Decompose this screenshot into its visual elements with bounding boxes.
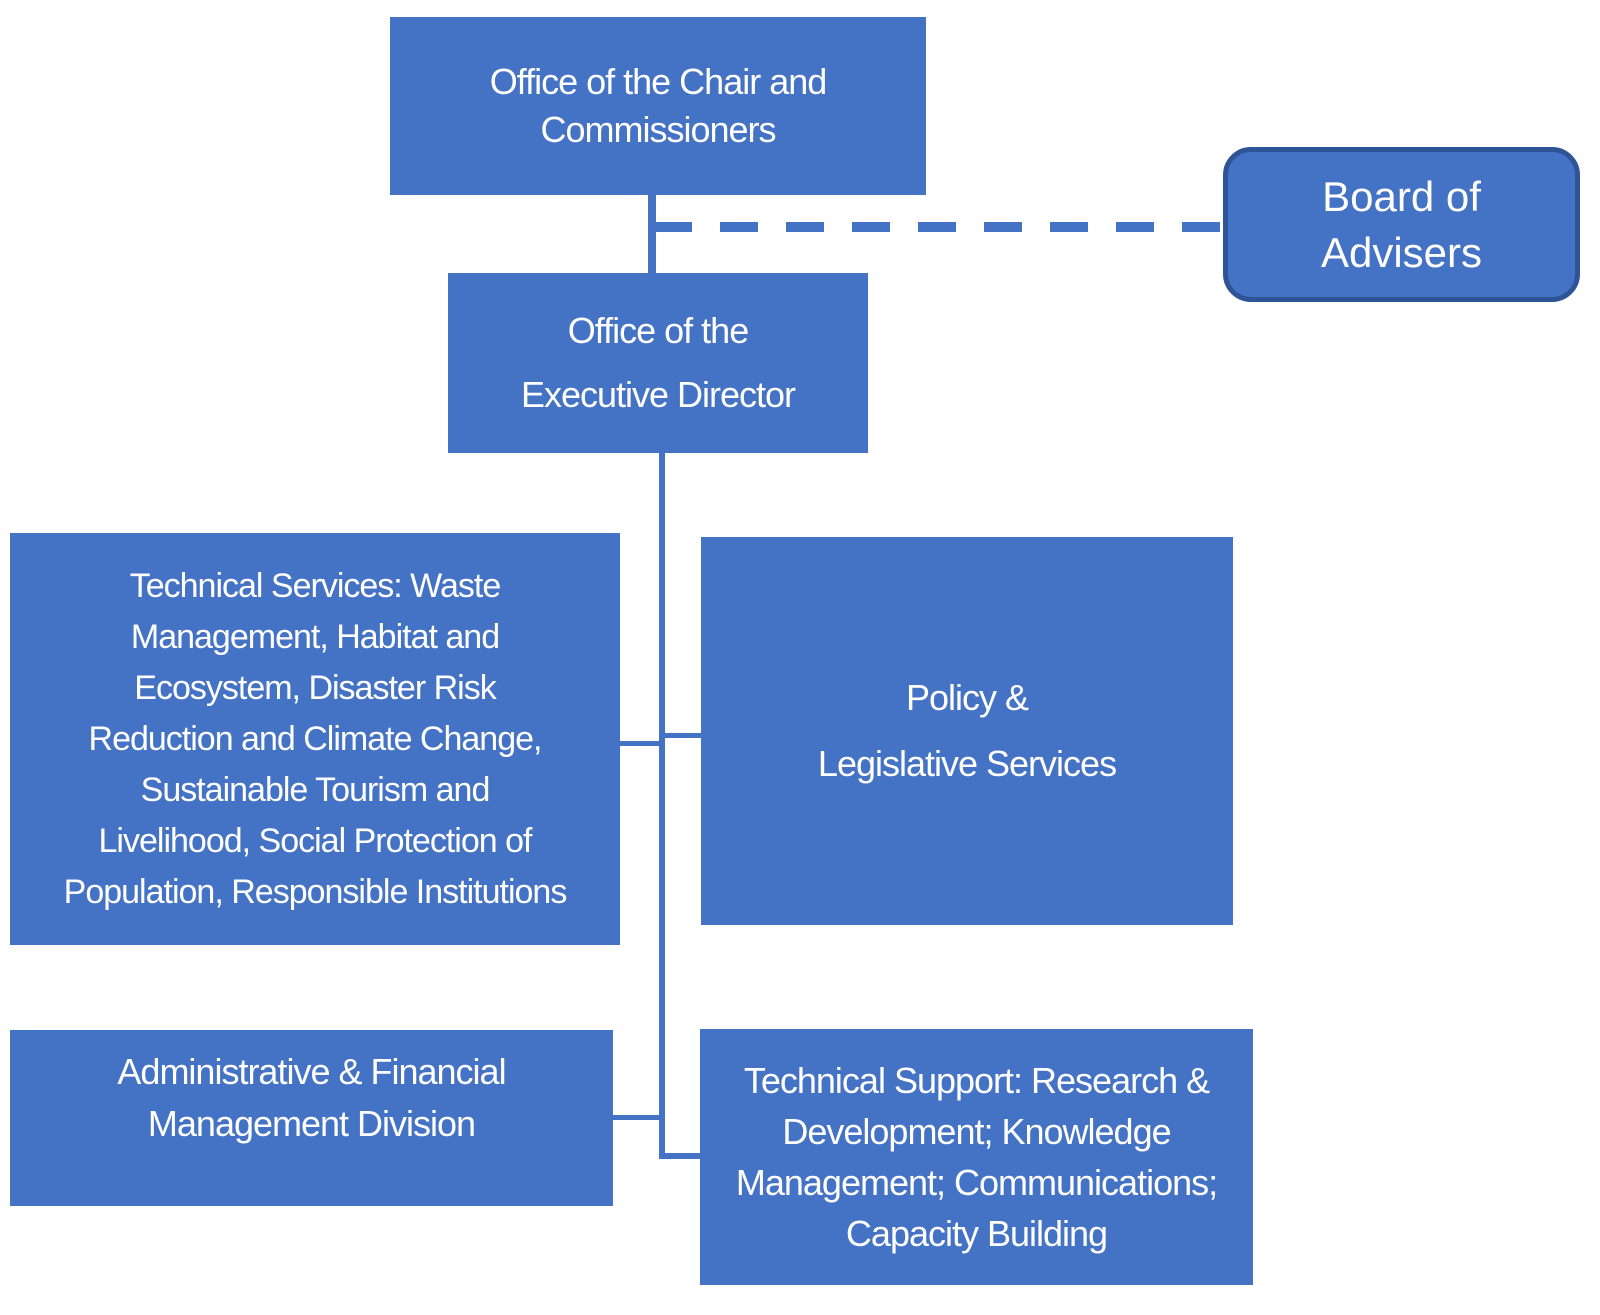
node-label-line: Population, Responsible Institutions <box>63 872 568 911</box>
node-policy-and-legislative-services: Policy & Legislative Services <box>701 537 1233 925</box>
node-label-line: Management; Communications; <box>735 1162 1218 1203</box>
node-label-line: Sustainable Tourism and <box>140 770 491 809</box>
node-technical-services: Technical Services: Waste Management, Ha… <box>10 533 620 945</box>
node-label-line: Ecosystem, Disaster Risk <box>134 668 496 707</box>
node-label-line: Office of the <box>567 310 749 351</box>
node-label-line: Reduction and Climate Change, <box>88 719 543 758</box>
connector-spine-to-technical-services <box>617 741 662 746</box>
node-label-line: Office of the Chair and <box>489 61 828 102</box>
connector-chair-to-executive <box>648 194 656 274</box>
node-label-line: Technical Services: Waste <box>129 566 502 605</box>
node-administrative-financial-management-division: Administrative & Financial Management Di… <box>10 1030 613 1206</box>
node-label-line: Livelihood, Social Protection of <box>98 821 533 860</box>
node-label-line: Management, Habitat and <box>130 617 500 656</box>
node-label-line: Capacity Building <box>845 1213 1108 1254</box>
node-label-line: Technical Support: Research & <box>743 1060 1210 1101</box>
connector-spine-to-admin <box>613 1115 661 1120</box>
node-label-line: Legislative Services <box>817 743 1117 784</box>
connector-executive-spine <box>659 453 665 1159</box>
node-label-line: Advisers <box>1320 228 1483 276</box>
node-label-line: Policy & <box>905 677 1029 718</box>
node-office-of-chair-and-commissioners: Office of the Chair and Commissioners <box>390 17 926 195</box>
node-label-line: Commissioners <box>540 109 776 150</box>
node-label-line: Management Division <box>147 1103 476 1144</box>
connector-dashed-to-board <box>654 222 1223 232</box>
node-label-line: Administrative & Financial <box>117 1051 506 1092</box>
node-label-line: Executive Director <box>520 374 796 415</box>
node-office-of-executive-director: Office of the Executive Director <box>448 273 868 453</box>
connector-spine-to-policy <box>662 733 701 738</box>
connector-spine-to-technical-support <box>659 1153 700 1159</box>
node-technical-support: Technical Support: Research & Developmen… <box>700 1029 1253 1285</box>
node-label-line: Board of <box>1322 172 1481 220</box>
node-board-of-advisers: Board of Advisers <box>1223 147 1580 302</box>
node-label-line: Development; Knowledge <box>782 1111 1171 1152</box>
